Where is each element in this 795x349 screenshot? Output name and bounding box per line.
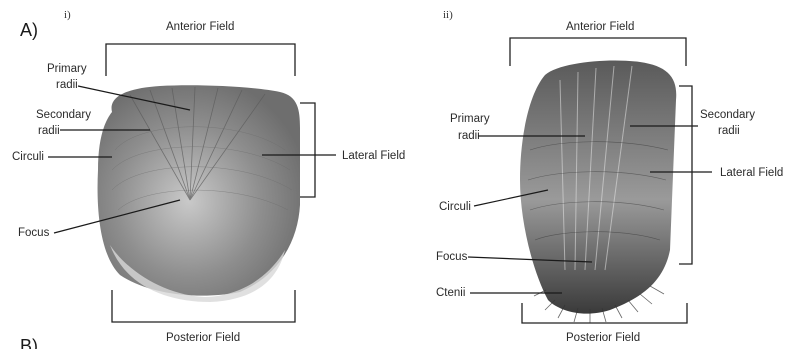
- panel-ii-primary-label-2: radii: [458, 130, 480, 142]
- panel-ii-lateral-bracket: [679, 86, 692, 264]
- panel-i-circuli-label: Circuli: [12, 151, 44, 163]
- panel-i-primary-label-2: radii: [56, 79, 78, 91]
- panel-ii-focus-label: Focus: [436, 251, 468, 263]
- panel-i-scale: [98, 85, 300, 302]
- panel-letter-next: B): [20, 336, 38, 349]
- panel-ii-lateral-label: Lateral Field: [720, 167, 783, 179]
- panel-i-posterior-label: Posterior Field: [166, 332, 240, 344]
- panel-ii-posterior-label: Posterior Field: [566, 332, 640, 344]
- panel-ii-scale: [520, 61, 676, 323]
- panel-i-numeral: i): [64, 9, 71, 21]
- panel-ii-primary-label-1: Primary: [450, 113, 490, 125]
- panel-ii-anterior-label: Anterior Field: [566, 21, 634, 33]
- panel-i-lateral-bracket: [300, 103, 315, 197]
- panel-ii-ctenii-label: Ctenii: [436, 287, 465, 299]
- panel-ii-numeral: ii): [443, 9, 453, 21]
- panel-i-secondary-label-1: Secondary: [36, 109, 91, 121]
- panel-letter: A): [20, 20, 38, 40]
- panel-i-anterior-bracket: [106, 44, 295, 76]
- panel-i-primary-label-1: Primary: [47, 63, 87, 75]
- panel-ii-circuli-label: Circuli: [439, 201, 471, 213]
- panel-i-focus-label: Focus: [18, 227, 50, 239]
- panel-i-lateral-label: Lateral Field: [342, 150, 405, 162]
- panel-ii-secondary-label-2: radii: [718, 125, 740, 137]
- panel-ii-secondary-label-1: Secondary: [700, 109, 755, 121]
- panel-i-anterior-label: Anterior Field: [166, 21, 234, 33]
- panel-i-secondary-label-2: radii: [38, 125, 60, 137]
